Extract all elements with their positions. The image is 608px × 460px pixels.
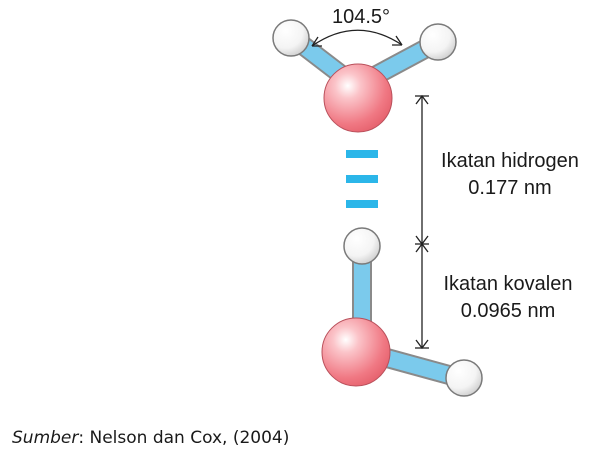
hydrogen-bond-dash-3 [346,200,378,208]
source-label: Sumber [12,428,79,448]
hydrogen-atom-bottom-top [343,227,381,265]
hydrogen-bond-dash-2 [346,175,378,183]
bond-angle-label: 104.5° [332,6,390,28]
oxygen-atom-top [323,63,393,133]
hydrogen-bond-dash-1 [346,150,378,158]
covalent-bond-length: 0.0965 nm [461,300,556,322]
covalent-bond-label: Ikatan kovalen [444,273,573,295]
hydrogen-atom-top-left [272,19,310,57]
hydrogen-bond-length: 0.177 nm [468,177,551,199]
bond-length-dimension-line [415,94,429,350]
bond-angle-arc [311,29,403,47]
source-caption: Sumber: Nelson dan Cox, (2004) [12,428,289,448]
hydrogen-atom-top-right [419,23,457,61]
hydrogen-atom-bottom-right [445,359,483,397]
oxygen-atom-bottom [321,317,391,387]
hydrogen-bond-label: Ikatan hidrogen [441,150,579,172]
source-text: : Nelson dan Cox, (2004) [78,428,290,448]
